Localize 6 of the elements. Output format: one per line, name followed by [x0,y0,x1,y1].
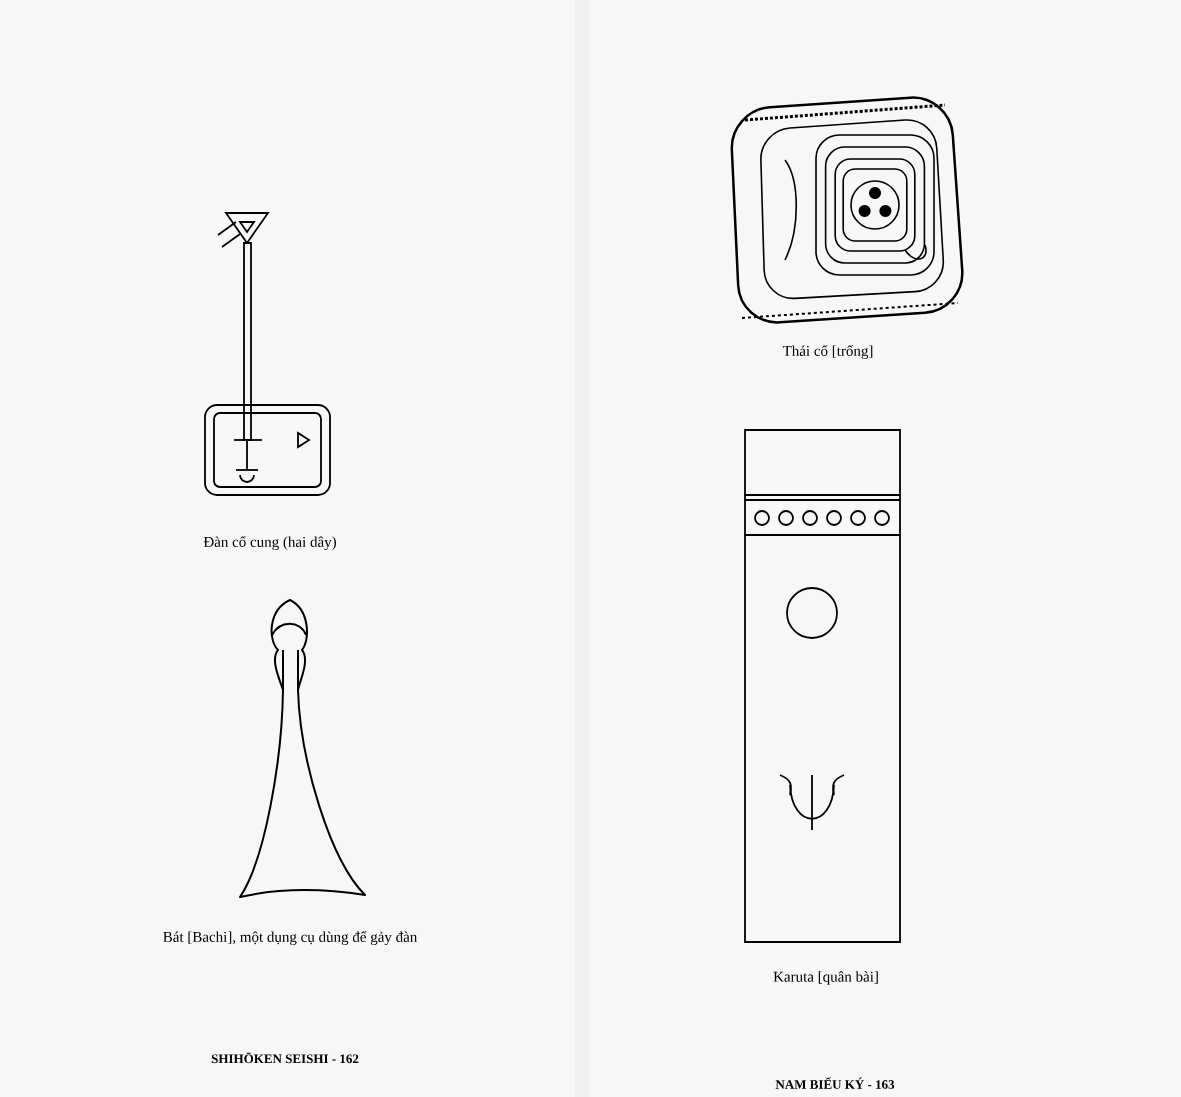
page-footer: SHIHŌKEN SEISHI - 162 [211,1052,359,1064]
page-footer: NAM BIỂU KÝ - 163 [775,1077,895,1089]
figure-caption: Đàn cổ cung (hai dây) [203,535,336,551]
figure-caption: Karuta [quân bài] [773,971,878,985]
figure-caption: Bát [Bachi], một dụng cụ dùng để gảy đàn [163,930,418,946]
figure-caption: Thái cổ [trống] [782,344,873,360]
